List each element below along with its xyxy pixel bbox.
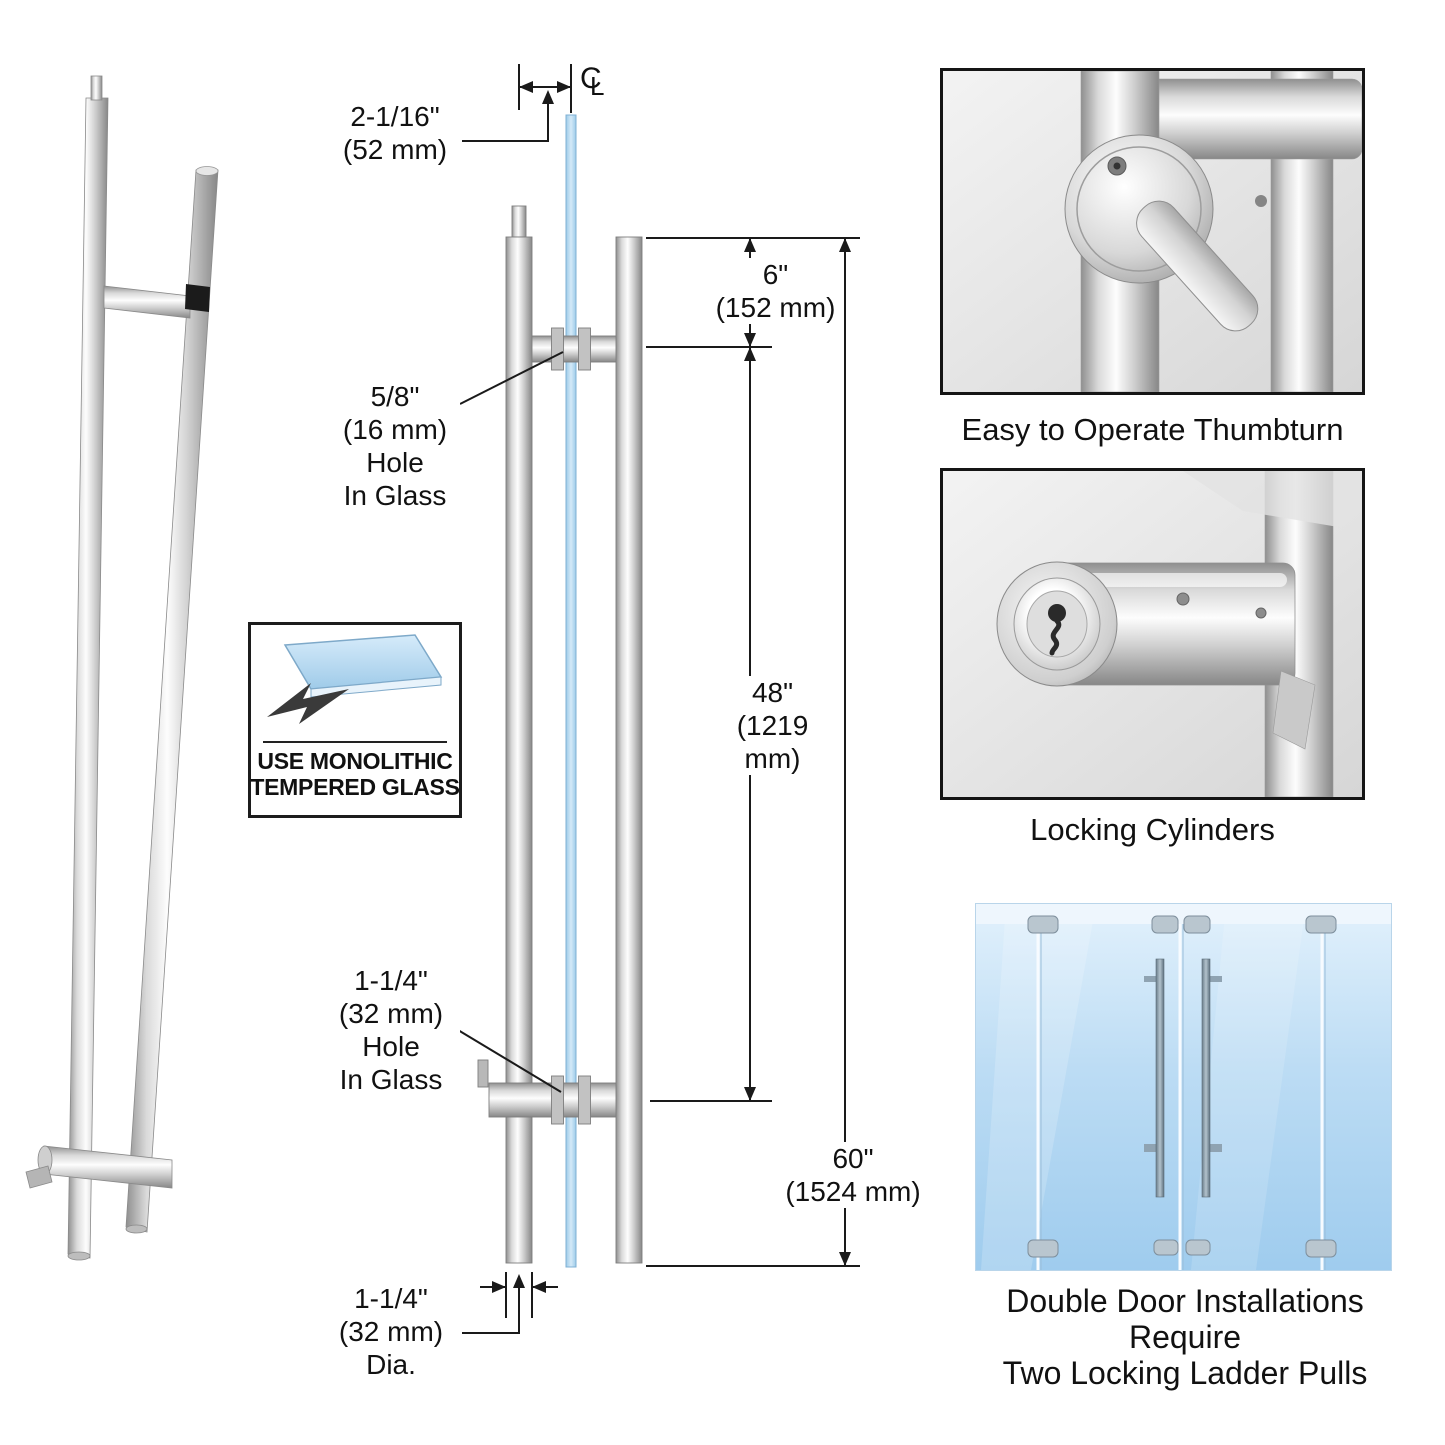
- grip-tube: [615, 236, 643, 1264]
- centerline-l: L: [590, 71, 605, 101]
- glass-edge-arrow-icon: [267, 683, 349, 724]
- dim-top-hole-metric: (16 mm): [342, 414, 448, 446]
- dim-six-metric: (152 mm): [715, 292, 836, 324]
- dim-top-hole-line3: Hole: [366, 447, 424, 479]
- thumbturn-caption: Easy to Operate Thumbturn: [961, 412, 1344, 447]
- leader-top-hole: [459, 351, 564, 405]
- header-band: [976, 904, 1391, 924]
- ladder-pulls: [1144, 958, 1222, 1198]
- pull-handle-drawing: [477, 205, 643, 1264]
- badge-line1: USE MONOLITHIC: [257, 748, 453, 774]
- dim-label-top-offset: 2-1/16" (52 mm): [330, 100, 460, 167]
- dim-forty-eight-metric: (1219 mm): [736, 710, 809, 775]
- dim-top-hole-line4: In Glass: [343, 480, 447, 512]
- screw-dot: [1255, 195, 1267, 207]
- top-washer-left: [551, 327, 564, 371]
- thumbturn-photo: [943, 71, 1362, 392]
- dim-sixty: [646, 238, 860, 1267]
- dim-diameter-metric: (32 mm): [338, 1316, 444, 1348]
- double-door-inset: [975, 903, 1392, 1271]
- thumbturn-spindle: [90, 75, 103, 101]
- dim-bottom-hole-line4: In Glass: [339, 1064, 443, 1096]
- thumbturn-photo-inset: [940, 68, 1365, 395]
- dim-bottom-hole-line3: Hole: [362, 1031, 420, 1063]
- top-mounting-post: [531, 335, 617, 363]
- dim-diameter-line3: Dia.: [366, 1349, 416, 1381]
- dim-top-offset-metric: (52 mm): [342, 134, 448, 166]
- screw-dot-2: [1255, 607, 1267, 619]
- dim-six-value: 6": [762, 259, 789, 290]
- technical-drawing: [25, 64, 860, 1334]
- lock-bar: [43, 1145, 173, 1189]
- locking-cylinders-caption: Locking Cylinders: [1030, 812, 1275, 847]
- thumbturn-pin: [511, 205, 527, 238]
- patch-fittings: [1027, 915, 1337, 1258]
- lever-behind: [1272, 670, 1316, 750]
- ladder-pull-photo: [25, 75, 219, 1261]
- dim-diameter: [462, 1272, 558, 1334]
- double-door-caption: Double Door Installations Require Two Lo…: [950, 1283, 1420, 1391]
- right-door-pull: [1201, 958, 1211, 1198]
- centerline-c: C: [580, 62, 602, 95]
- bottom-washer-left: [551, 1075, 564, 1125]
- centerline-symbol: C L: [580, 62, 622, 108]
- badge-divider: [263, 741, 447, 743]
- left-door-pull: [1155, 958, 1165, 1198]
- dim-forty-eight-value: 48": [751, 677, 794, 708]
- dim-sixty-metric: (1524 mm): [785, 1176, 921, 1208]
- dim-label-bottom-hole: 1-1/4" (32 mm) Hole In Glass: [322, 964, 460, 1097]
- thumbturn-lever: [477, 1059, 489, 1088]
- bottom-washer-right: [578, 1075, 591, 1125]
- double-door-illustration: [976, 904, 1391, 1270]
- screw-dot: [1176, 592, 1190, 606]
- dim-label-six: 6" (152 mm): [708, 258, 843, 325]
- glass-joints: [1036, 924, 1324, 1270]
- tempered-glass-badge: USE MONOLITHIC TEMPERED GLASS: [248, 622, 462, 818]
- black-band: [185, 284, 210, 312]
- dim-diameter-value: 1-1/4": [354, 1283, 428, 1314]
- dimension-lines: [457, 64, 860, 1334]
- dim-label-forty-eight: 48" (1219 mm): [705, 676, 840, 776]
- dim-top-offset: [462, 64, 572, 142]
- dim-bottom-hole-metric: (32 mm): [338, 998, 444, 1030]
- badge-line2: TEMPERED GLASS: [250, 774, 460, 801]
- double-door-caption-line1: Double Door Installations Require: [1006, 1283, 1364, 1355]
- double-door-caption-line2: Two Locking Ladder Pulls: [1002, 1354, 1368, 1391]
- dim-label-top-hole: 5/8" (16 mm) Hole In Glass: [330, 380, 460, 513]
- thumbturn-lever: [1136, 200, 1259, 332]
- locking-cylinders-inset: [940, 468, 1365, 800]
- latch-tab: [25, 1165, 53, 1189]
- locking-cylinder-photo: [943, 471, 1362, 797]
- dim-top-hole-value: 5/8": [370, 381, 420, 412]
- dim-bottom-hole-value: 1-1/4": [354, 965, 428, 996]
- keyhole: [1048, 604, 1066, 622]
- glass-pane: [565, 114, 577, 1268]
- glass-joint-shadows: [1040, 924, 1326, 1270]
- dim-label-diameter: 1-1/4" (32 mm) Dia.: [322, 1282, 460, 1382]
- dim-label-sixty: 60" (1524 mm): [778, 1142, 928, 1209]
- top-washer-right: [578, 327, 591, 371]
- dim-top-offset-value: 2-1/16": [350, 101, 440, 132]
- tempered-glass-icon: [267, 634, 443, 724]
- top-arm: [103, 285, 191, 319]
- leader-bottom-hole: [457, 1029, 562, 1093]
- dim-sixty-value: 60": [832, 1143, 874, 1174]
